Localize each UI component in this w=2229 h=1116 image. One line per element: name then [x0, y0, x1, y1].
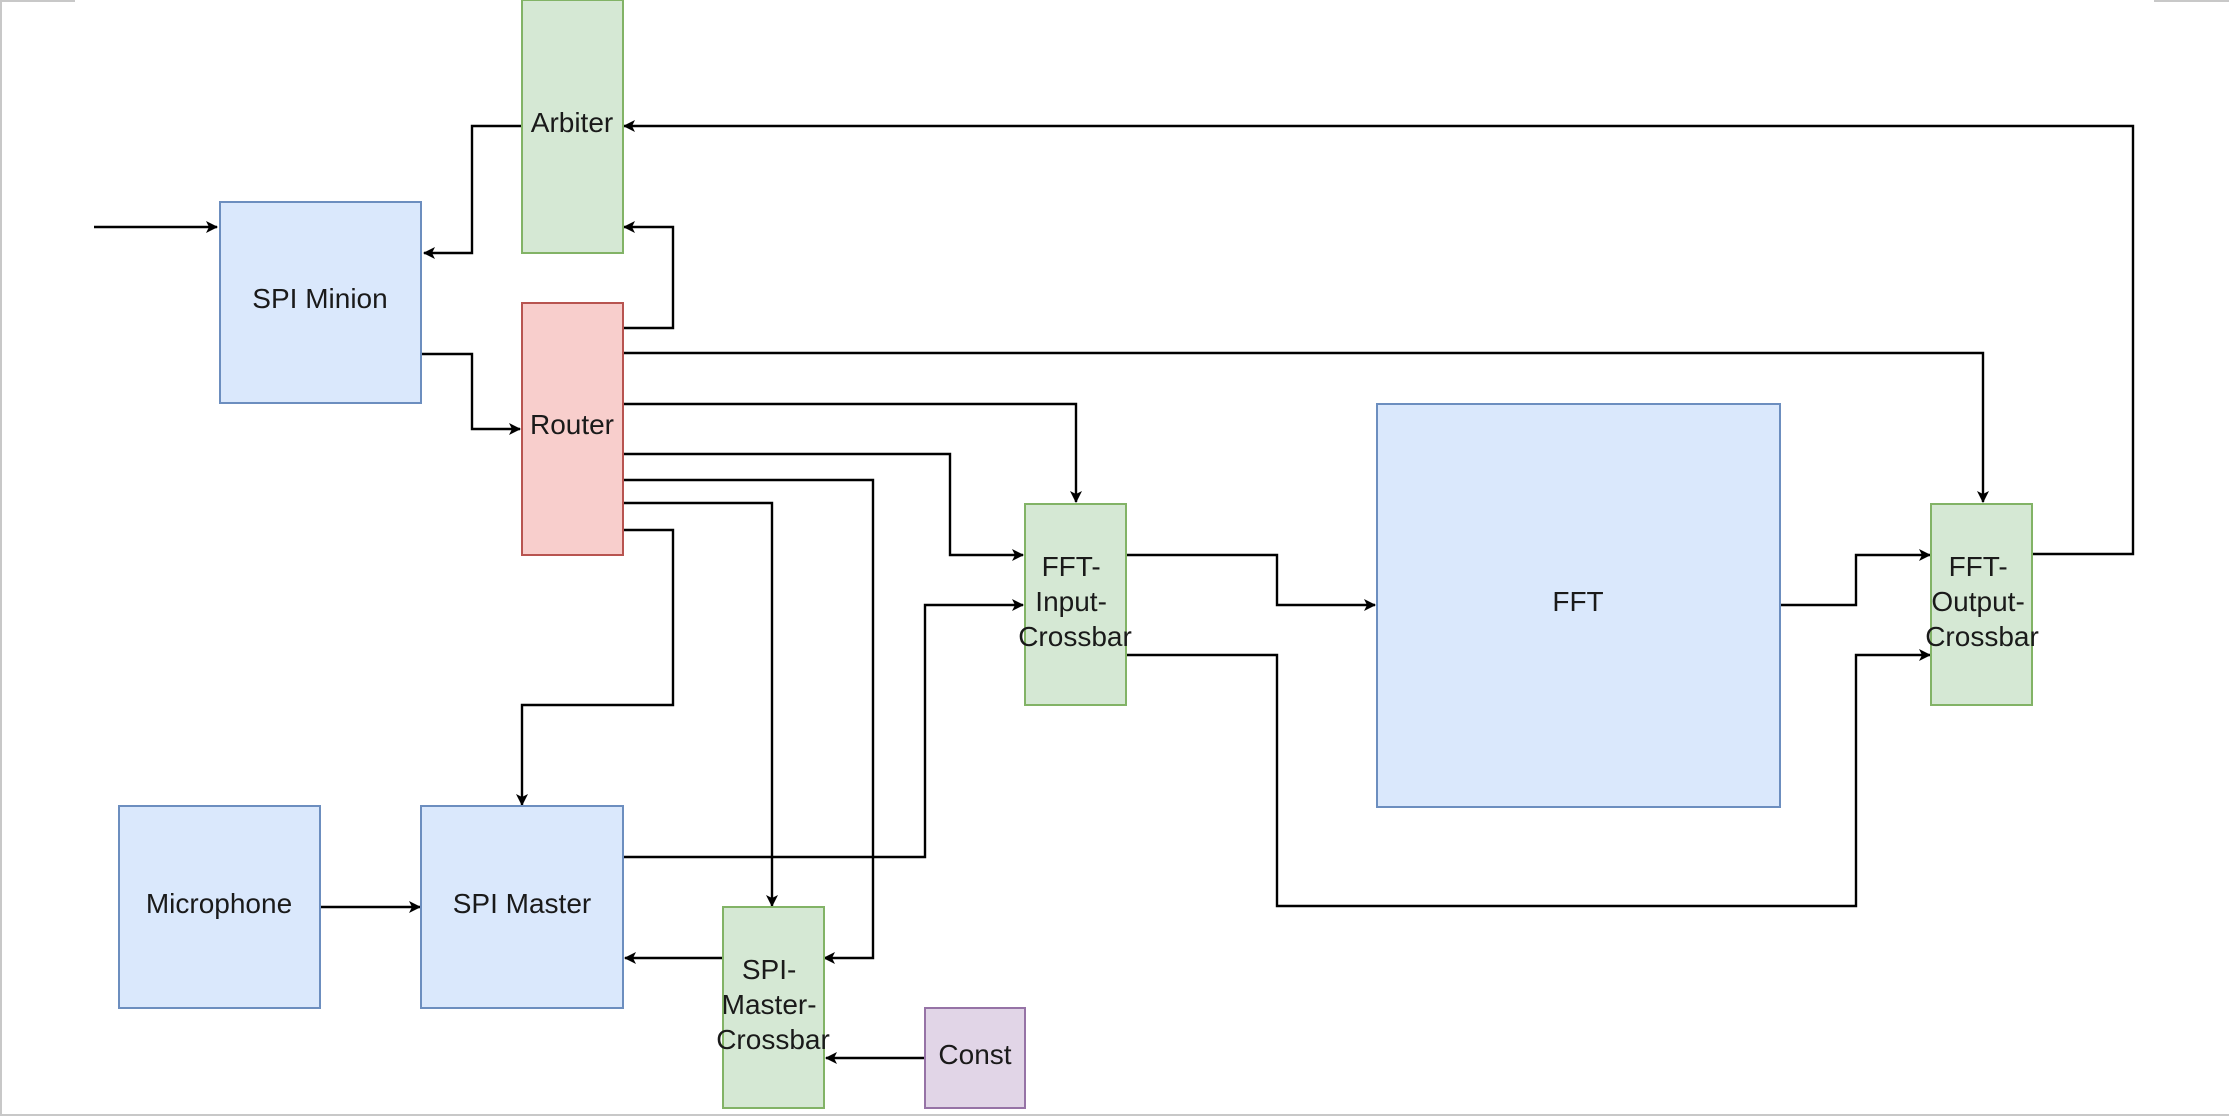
node-spi-master-crossbar-label: SPI- Master- Crossbar: [716, 954, 830, 1055]
edge-router-to-spi-master-crossbar-top: [623, 501, 778, 907]
edge-fft-to-fft-output-crossbar: [1780, 549, 1931, 607]
node-spi-master-box: [420, 805, 624, 1009]
edge-spi-minion-to-router: [422, 352, 521, 435]
node-spi-master-label: SPI Master: [453, 888, 591, 919]
node-router-box: [521, 302, 624, 556]
node-fft-output-crossbar[interactable]: FFT- Output- Crossbar: [1925, 503, 2039, 706]
node-arbiter[interactable]: Arbiter: [521, 0, 624, 254]
nodes-layer: Arbiter SPI Minion Router FFT- Input- Cr…: [118, 0, 2039, 1109]
node-fft-label: FFT: [1552, 586, 1603, 617]
node-fft[interactable]: FFT: [1376, 403, 1781, 808]
node-arbiter-box: [521, 0, 624, 254]
edge-fft-input-crossbar-to-fft: [1126, 553, 1376, 611]
edge-router-to-spi-master-crossbar-right: [623, 478, 875, 964]
node-fft-box: [1376, 403, 1781, 808]
node-spi-minion-box: [219, 201, 422, 404]
node-spi-minion[interactable]: SPI Minion: [219, 201, 422, 404]
edge-router-to-fft-output-crossbar: [623, 351, 1989, 503]
node-fft-output-crossbar-box: [1930, 503, 2033, 706]
node-const-box: [924, 1007, 1026, 1109]
node-microphone[interactable]: Microphone: [118, 805, 321, 1009]
edge-arbiter-to-spi-minion: [423, 124, 522, 259]
node-fft-output-crossbar-label: FFT- Output- Crossbar: [1925, 551, 2039, 652]
edge-fft-input-crossbar-to-fft-output-crossbar: [1126, 649, 1931, 908]
edge-spi-master-to-fft-input-crossbar: [623, 599, 1024, 859]
node-const-label: Const: [938, 1039, 1011, 1070]
edge-router-to-fft-input-crossbar-top: [623, 402, 1082, 503]
node-microphone-label: Microphone: [146, 888, 292, 919]
node-router[interactable]: Router: [521, 302, 624, 556]
edge-router-to-spi-master: [516, 528, 675, 806]
node-spi-master-crossbar-box: [722, 906, 825, 1109]
node-spi-minion-label: SPI Minion: [252, 283, 387, 314]
edges-layer: [94, 120, 2135, 1064]
node-const[interactable]: Const: [924, 1007, 1026, 1109]
node-router-label: Router: [530, 409, 614, 440]
edge-router-to-fft-input-crossbar-left: [623, 452, 1024, 561]
node-microphone-box: [118, 805, 321, 1009]
node-fft-input-crossbar-label: FFT- Input- Crossbar: [1018, 551, 1132, 652]
node-fft-input-crossbar-box: [1024, 503, 1127, 706]
edge-router-to-arbiter: [623, 221, 675, 330]
edge-fft-output-crossbar-to-arbiter: [623, 120, 2135, 556]
node-arbiter-label: Arbiter: [531, 107, 613, 138]
node-fft-input-crossbar[interactable]: FFT- Input- Crossbar: [1018, 503, 1132, 706]
node-spi-master[interactable]: SPI Master: [420, 805, 624, 1009]
node-spi-master-crossbar[interactable]: SPI- Master- Crossbar: [716, 906, 830, 1109]
